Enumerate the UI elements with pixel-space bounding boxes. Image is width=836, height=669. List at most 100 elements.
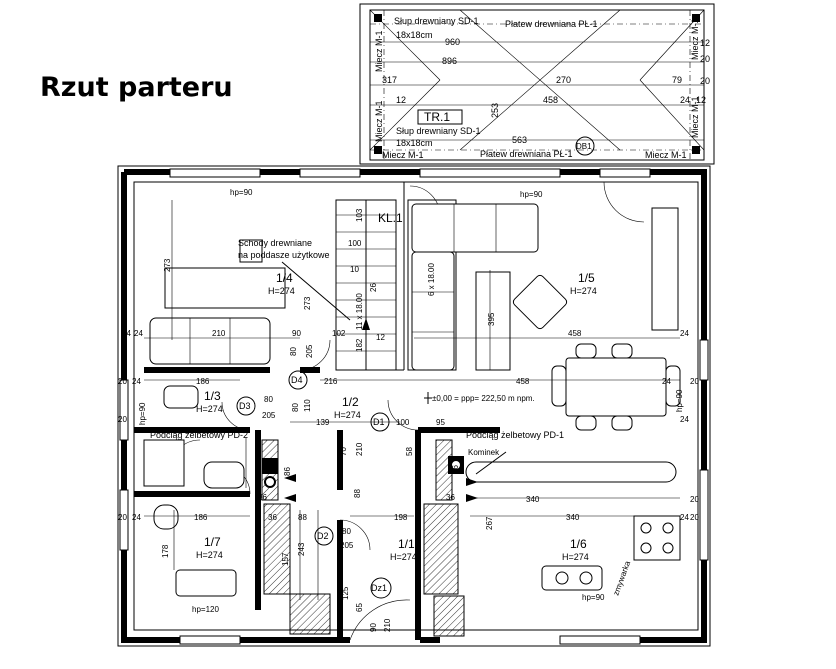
room-1-2-id: 1/2 [342,395,359,409]
plan-title: Rzut parteru [40,72,233,103]
armchair [512,274,568,330]
window-top-4 [599,168,651,178]
dim-24b: 24 [134,329,143,338]
dim-267: 267 [485,516,494,530]
plate-top-label: Płatew drewniana PŁ-1 [505,19,598,29]
dim-70: 70 [339,447,348,456]
dim-139: 139 [316,418,330,427]
dining-chair-4 [611,415,633,431]
arrow-left-2 [284,494,296,502]
hp90-left: hp=90 [138,402,147,425]
window-bottom-2 [559,635,641,645]
dim-86b: 86 [451,465,460,474]
dim-24g: 24 [680,513,689,522]
plate-bottom-label: Płatew drewniana PŁ-1 [480,149,573,159]
post-bottom-left [374,146,382,154]
hp90-top: hp=90 [230,188,253,197]
dim-157: 157 [281,552,290,566]
sofa-1-5-top [411,203,539,253]
stairs-leader [281,261,351,321]
tie-bottom-right: Miecz M-1 [645,150,687,160]
arrow-left-1 [284,474,296,482]
dim-216: 216 [324,377,338,386]
toilet-1-3 [163,385,199,409]
tv-unit [651,207,679,331]
dim-90b: 90 [369,623,378,632]
dim-205: 205 [305,344,314,358]
sink-unit [541,565,603,591]
dim-273: 273 [163,258,172,272]
level-label: ±0,00 = ppp= 222,50 m npm. [432,394,535,403]
dim-198: 198 [394,513,408,522]
dim-340b: 340 [566,513,580,522]
hp90-mid: hp=90 [520,190,543,199]
terrace-code: TR.1 [424,110,450,124]
dim-26: 26 [369,283,378,292]
coffee-table [475,271,511,371]
dim-205c: 205 [340,541,354,550]
hatch-bottom-right [433,595,465,637]
stair-arrow-up [362,318,370,330]
room-1-7-height: H=274 [196,550,223,560]
window-top-1 [169,168,261,178]
window-left-2 [119,489,129,551]
post-top-label: Słup drewniany SD-1 [394,16,479,26]
door-D3-label: D3 [239,401,251,411]
dim-273b: 273 [303,296,312,310]
terrace-dim-12c: 12 [700,38,710,48]
room-1-5-height: H=274 [570,286,597,296]
hp120: hp=120 [192,605,219,614]
dim-80b: 80 [291,403,300,412]
dim-20d: 20 [690,377,699,386]
room-1-7-id: 1/7 [204,535,221,549]
dim-20f: 20 [690,513,699,522]
dim-24e: 24 [680,329,689,338]
room-labels: 1/4 H=274 1/5 H=274 1/3 H=274 1/2 H=274 … [196,271,597,562]
dim-20c: 20 [118,513,127,522]
dim-210: 210 [212,329,226,338]
cooktop [633,515,681,561]
dim-65: 65 [355,603,364,612]
dim-243: 243 [297,542,306,556]
dimension-lines [144,200,680,600]
fireplace-label: Kominek [468,448,500,457]
dim-210c: 210 [355,442,364,456]
fireplace-leader [475,451,507,475]
dining-chair-2 [611,343,633,359]
dim-24d: 24 [132,513,141,522]
shower-1-7 [143,439,185,487]
door-tags: D3 D4 D1 D2 Dz1 [236,370,392,599]
terrace-dim-960: 960 [445,37,460,47]
dim-103: 103 [355,208,364,222]
door-D4-circle [288,370,308,390]
room-1-2-height: H=274 [334,410,361,420]
tie-left-top: Miecz M-1 [374,30,384,72]
dim-36c: 36 [258,493,267,502]
dim-20b: 20 [118,415,127,424]
dim-80: 80 [289,347,298,356]
sofa-back-1-4 [164,267,286,309]
room-1-5-id: 1/5 [578,271,595,285]
stairs-label: Schody drewniane [238,238,312,248]
dining-chair-3 [575,415,597,431]
tie-right-mid: Miecz M-1 [690,96,700,138]
dim-88b: 88 [353,489,362,498]
outer-face [117,165,711,647]
kl-label: KL.1 [378,211,403,225]
door-D1-label: D1 [373,417,385,427]
washbasin-1-7 [153,504,179,530]
room-1-4-id: 1/4 [276,271,293,285]
db-marker [575,136,595,156]
terrace-dim-12b: 12 [696,95,706,105]
room-1-1-id: 1/1 [398,537,415,551]
terrace-outline [359,3,715,165]
beam-left-label: Podciąg żelbetowy PD-2 [150,430,248,440]
terrace-dim-896: 896 [442,56,457,66]
post-bottom-right [692,146,700,154]
dim-458b: 458 [516,377,530,386]
sofa-1-5-left [411,251,455,371]
room-1-6-height: H=274 [562,552,589,562]
terrace-diag-6 [459,9,621,151]
dim-100b: 100 [396,418,410,427]
terrace-dim-563: 563 [512,135,527,145]
